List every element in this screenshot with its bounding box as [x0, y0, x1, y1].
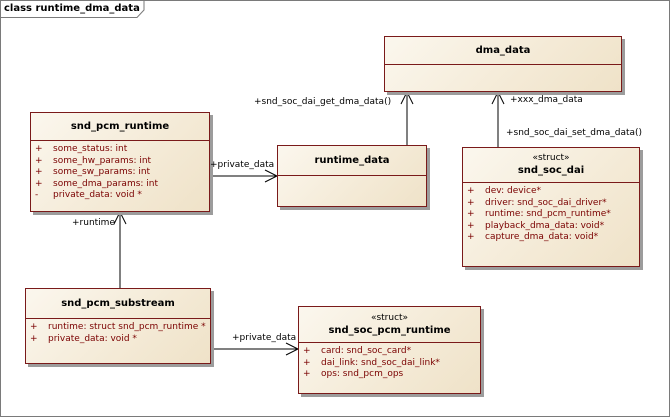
class-snd-soc-dai[interactable]: «struct» snd_soc_dai +dev: device* +driv… — [462, 147, 640, 267]
class-name: runtime_data — [314, 155, 390, 166]
link-label-xxx-dma-data: +xxx_dma_data — [510, 95, 583, 105]
link-label-substream-runtime: +runtime — [72, 218, 115, 228]
class-snd-pcm-substream[interactable]: snd_pcm_substream +runtime: struct snd_p… — [25, 288, 211, 364]
attribute: +private_data: void * — [30, 333, 137, 344]
class-stereotype: «struct» — [532, 153, 570, 163]
arrowhead-snd-pcm-substream-to-snd-pcm-runtime — [113, 210, 127, 225]
attribute: +dai_link: snd_soc_dai_link* — [303, 357, 440, 368]
arrowhead-snd-soc-dai-to-dma-data — [491, 90, 505, 105]
attribute: +dev: device* — [467, 186, 542, 196]
class-dma-data[interactable]: dma_data — [384, 36, 622, 92]
link-label-set-dma-data: +snd_soc_dai_set_dma_data() — [506, 128, 643, 138]
attribute: +some_hw_params: int — [35, 155, 152, 166]
class-name: dma_data — [475, 45, 531, 56]
class-name: snd_soc_dai — [517, 165, 585, 176]
attribute: +runtime: struct snd_pcm_runtime * — [30, 322, 206, 332]
class-snd-pcm-runtime[interactable]: snd_pcm_runtime +some_status: int +some_… — [30, 112, 210, 212]
attribute: +some_dma_params: int — [35, 178, 159, 189]
link-label-substream-private-data: +private_data — [232, 333, 297, 343]
frame-title: class runtime_dma_data — [4, 3, 140, 14]
attribute: +runtime: snd_pcm_runtime* — [467, 209, 611, 220]
class-name: snd_pcm_runtime — [70, 121, 170, 132]
attribute: +ops: snd_pcm_ops — [303, 369, 404, 380]
attribute: +playback_dma_data: void* — [467, 220, 605, 231]
class-snd-soc-pcm-runtime[interactable]: «struct» snd_soc_pcm_runtime +card: snd_… — [298, 306, 481, 394]
attribute: +some_sw_params: int — [35, 167, 151, 178]
attribute-list: +runtime: struct snd_pcm_runtime * +priv… — [26, 319, 210, 345]
arrowhead-runtime-data-to-dma-data — [400, 90, 414, 105]
attribute: +driver: snd_soc_dai_driver* — [467, 197, 607, 208]
class-stereotype: «struct» — [370, 312, 409, 323]
class-runtime-data[interactable]: runtime_data — [277, 145, 427, 207]
attribute-list: +card: snd_soc_card* +dai_link: snd_soc_… — [299, 343, 480, 381]
link-label-get-dma-data: +snd_soc_dai_get_dma_data() — [254, 97, 392, 107]
attribute: +capture_dma_data: void* — [467, 232, 599, 243]
attribute-list: +some_status: int +some_hw_params: int +… — [31, 141, 209, 202]
link-label-runtime-private-data: +private_data — [210, 160, 275, 170]
attribute: -private_data: void * — [35, 190, 142, 201]
attribute: +card: snd_soc_card* — [303, 346, 412, 356]
attribute-list: +dev: device* +driver: snd_soc_dai_drive… — [463, 183, 639, 244]
class-name: snd_soc_pcm_runtime — [328, 324, 451, 336]
attribute: +some_status: int — [35, 144, 128, 154]
class-name: snd_pcm_substream — [61, 298, 175, 309]
frame-tab-outline — [0, 0, 145, 18]
